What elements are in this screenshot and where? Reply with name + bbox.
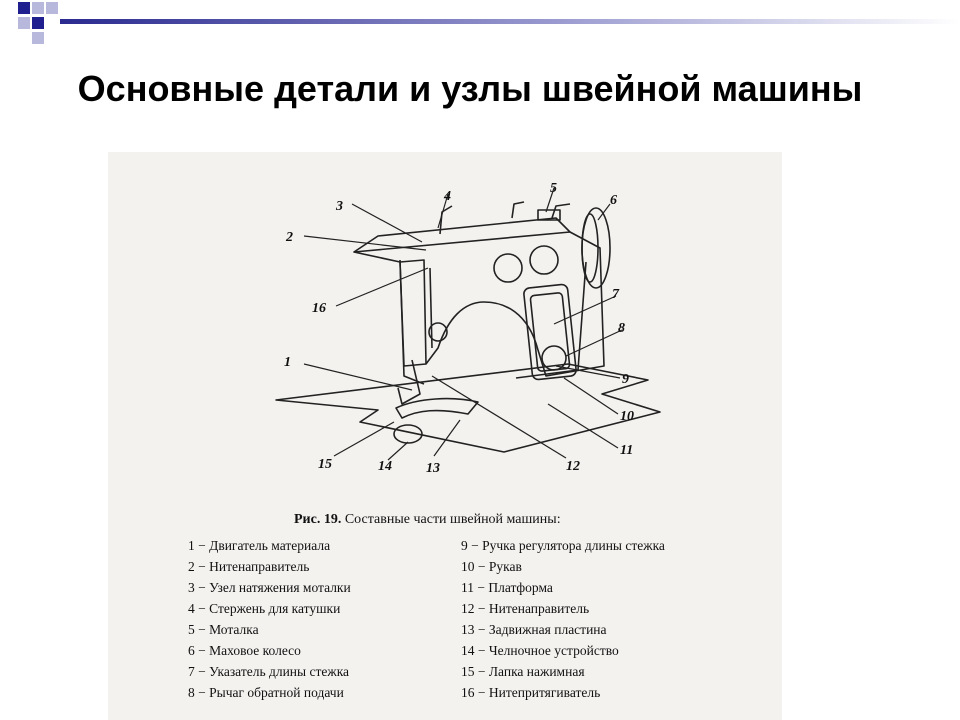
- callout-4: 4: [443, 189, 451, 204]
- machine-platform: [275, 363, 661, 453]
- callout-10: 10: [620, 409, 634, 424]
- leader-line: [303, 235, 427, 251]
- leader-line: [437, 193, 449, 229]
- feed-plate: [395, 397, 479, 419]
- leader-line: [597, 203, 611, 221]
- machine-arm-top: [353, 217, 571, 253]
- legend-item: 2 − Нитенаправитель: [188, 559, 310, 574]
- machine-head-front: [399, 259, 427, 365]
- callout-6: 6: [610, 193, 617, 208]
- callout-11: 11: [620, 443, 633, 458]
- legend-item: 10 − Рукав: [461, 559, 522, 574]
- legend-item: 6 − Маховое колесо: [188, 643, 301, 658]
- callout-2: 2: [285, 230, 293, 245]
- stitch-panel: [523, 283, 577, 381]
- legend-left-column: 1 − Двигатель материала 2 − Нитенаправит…: [188, 535, 351, 703]
- deco-square: [18, 2, 30, 14]
- leader-line: [431, 375, 567, 459]
- leader-line: [303, 363, 413, 391]
- leader-line: [351, 203, 423, 243]
- legend-item: 8 − Рычаг обратной подачи: [188, 685, 344, 700]
- leader-line: [433, 419, 461, 457]
- leader-line: [565, 329, 623, 357]
- upper-knob: [493, 253, 523, 283]
- slide-title: Основные детали и узлы швейной машины: [77, 68, 863, 109]
- callout-15: 15: [318, 457, 332, 472]
- handwheel-rim: [581, 213, 599, 283]
- leader-line: [333, 421, 395, 457]
- legend-item: 7 − Указатель длины стежка: [188, 664, 350, 679]
- sewing-machine-drawing: 1 2 3 4 5 6 7 8 9 10 11 12 13 14 15 16: [275, 181, 661, 476]
- leader-line: [335, 267, 429, 307]
- caption-label: Рис. 19.: [294, 512, 342, 527]
- legend-item: 12 − Нитенаправитель: [461, 601, 590, 616]
- legend-item: 5 − Моталка: [188, 622, 259, 637]
- caption-text: Составные части швейной машины:: [344, 512, 561, 527]
- callout-7: 7: [612, 287, 620, 302]
- upper-knob: [529, 245, 559, 275]
- legend-item: 1 − Двигатель материала: [188, 538, 331, 553]
- bobbin-case: [393, 424, 423, 444]
- legend-item: 9 − Ручка регулятора длины стежка: [461, 538, 665, 553]
- leader-line: [563, 377, 619, 415]
- legend-item: 13 − Задвижная пластина: [461, 622, 607, 637]
- needle-bar: [397, 267, 433, 405]
- leader-line: [547, 403, 619, 449]
- callout-9: 9: [622, 372, 629, 387]
- callout-3: 3: [335, 199, 343, 214]
- leader-line: [555, 365, 621, 379]
- stitch-panel-inner: [529, 292, 571, 372]
- leader-line: [387, 441, 409, 461]
- deco-square: [18, 17, 30, 29]
- deco-square: [46, 2, 58, 14]
- callout-14: 14: [378, 459, 392, 474]
- corner-decoration: [18, 2, 960, 44]
- front-knob: [428, 322, 448, 342]
- spool-pin: [439, 201, 571, 235]
- legend-item: 15 − Лапка нажимная: [461, 664, 585, 679]
- callout-16: 16: [312, 301, 326, 316]
- scanned-figure: 1 2 3 4 5 6 7 8 9 10 11 12 13 14 15 16 Р…: [108, 152, 782, 720]
- callout-5: 5: [550, 181, 557, 196]
- header-rule: [60, 19, 960, 24]
- legend-item: 11 − Платформа: [461, 580, 553, 595]
- callout-12: 12: [566, 459, 580, 474]
- deco-square: [32, 2, 44, 14]
- legend-item: 16 − Нитепритягиватель: [461, 685, 601, 700]
- callout-1: 1: [284, 355, 291, 370]
- legend-item: 14 − Челночное устройство: [461, 643, 619, 658]
- legend-item: 3 − Узел натяжения моталки: [188, 580, 351, 595]
- stitch-knob: [541, 345, 567, 371]
- callout-13: 13: [426, 461, 440, 476]
- leader-line: [545, 187, 555, 213]
- machine-arm: [353, 231, 605, 377]
- winder: [537, 209, 561, 221]
- deco-square: [32, 32, 44, 44]
- leader-line: [553, 295, 617, 325]
- legend-item: 4 − Стержень для катушки: [188, 601, 341, 616]
- figure-caption: Рис. 19. Составные части швейной машины:: [294, 512, 561, 528]
- legend-right-column: 9 − Ручка регулятора длины стежка 10 − Р…: [461, 535, 665, 703]
- deco-square: [32, 17, 44, 29]
- callout-8: 8: [618, 321, 625, 336]
